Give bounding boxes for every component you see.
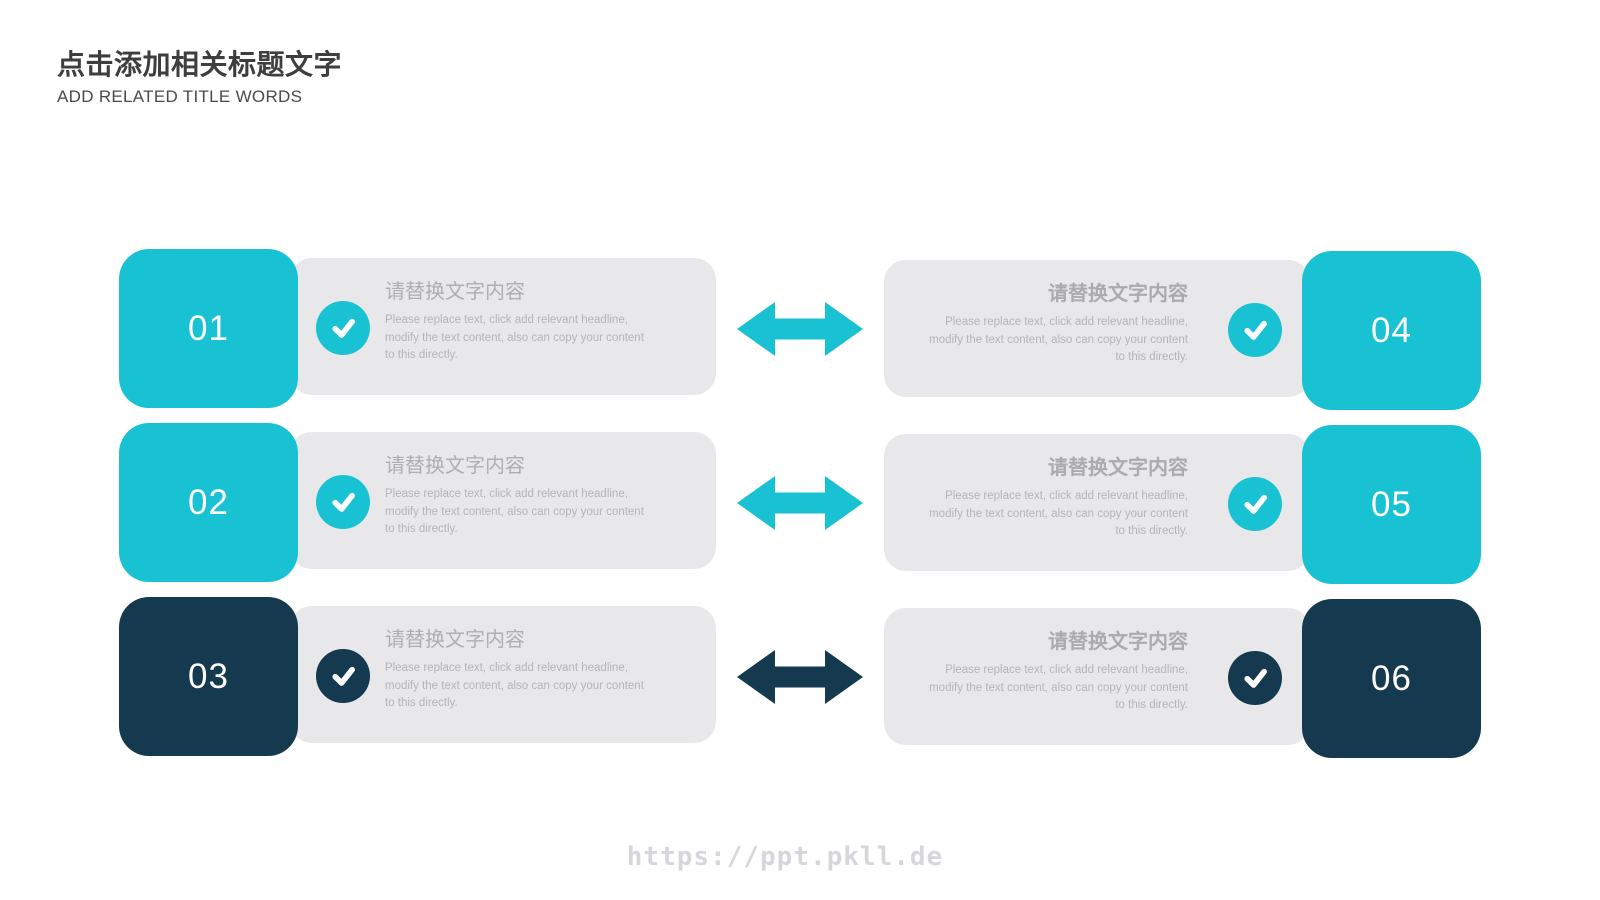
placeholder-body: Please replace text, click add relevant …: [929, 316, 1188, 363]
checkmark-icon: [316, 649, 370, 703]
placeholder-heading: 请替换文字内容: [385, 629, 525, 651]
number-label: 04: [1371, 310, 1412, 350]
row-1: 01 04 请替换文字内容 Please replace text, click…: [0, 249, 1600, 411]
number-label: 01: [188, 308, 229, 348]
placeholder-text-left: 请替换文字内容 Please replace text, click add r…: [385, 453, 687, 539]
checkmark-icon: [1228, 651, 1282, 705]
number-badge-01: 01: [119, 249, 298, 408]
checkmark-icon: [1228, 303, 1282, 357]
placeholder-heading: 请替换文字内容: [1048, 631, 1188, 653]
placeholder-body: Please replace text, click add relevant …: [385, 314, 644, 361]
slide-header: 点击添加相关标题文字 ADD RELATED TITLE WORDS: [57, 49, 342, 107]
placeholder-text-right: 请替换文字内容 Please replace text, click add r…: [886, 455, 1188, 541]
number-label: 02: [188, 482, 229, 522]
page-subtitle: ADD RELATED TITLE WORDS: [57, 87, 303, 106]
placeholder-body: Please replace text, click add relevant …: [929, 664, 1188, 711]
placeholder-body: Please replace text, click add relevant …: [385, 662, 644, 709]
placeholder-heading: 请替换文字内容: [1048, 283, 1188, 305]
number-label: 05: [1371, 484, 1412, 524]
checkmark-icon: [1228, 477, 1282, 531]
placeholder-text-left: 请替换文字内容 Please replace text, click add r…: [385, 627, 687, 713]
page-title: 点击添加相关标题文字: [57, 49, 343, 80]
number-badge-06: 06: [1302, 599, 1481, 758]
placeholder-body: Please replace text, click add relevant …: [929, 490, 1188, 537]
checkmark-icon: [316, 301, 370, 355]
placeholder-heading: 请替换文字内容: [1048, 457, 1188, 479]
row-3: 03 06 请替换文字内容 Please replace text, click…: [0, 597, 1600, 759]
placeholder-text-right: 请替换文字内容 Please replace text, click add r…: [886, 629, 1188, 715]
number-label: 06: [1371, 658, 1412, 698]
checkmark-icon: [316, 475, 370, 529]
double-arrow-icon: [737, 302, 863, 356]
placeholder-body: Please replace text, click add relevant …: [385, 488, 644, 535]
double-arrow-icon: [737, 650, 863, 704]
placeholder-text-left: 请替换文字内容 Please replace text, click add r…: [385, 279, 687, 365]
placeholder-text-right: 请替换文字内容 Please replace text, click add r…: [886, 281, 1188, 367]
placeholder-heading: 请替换文字内容: [385, 281, 525, 303]
double-arrow-icon: [737, 476, 863, 530]
watermark-url: https://ppt.pkll.de: [626, 842, 944, 872]
placeholder-heading: 请替换文字内容: [385, 455, 525, 477]
number-badge-05: 05: [1302, 425, 1481, 584]
number-label: 03: [188, 656, 229, 696]
number-badge-02: 02: [119, 423, 298, 582]
number-badge-04: 04: [1302, 251, 1481, 410]
row-2: 02 05 请替换文字内容 Please replace text, click…: [0, 423, 1600, 585]
number-badge-03: 03: [119, 597, 298, 756]
